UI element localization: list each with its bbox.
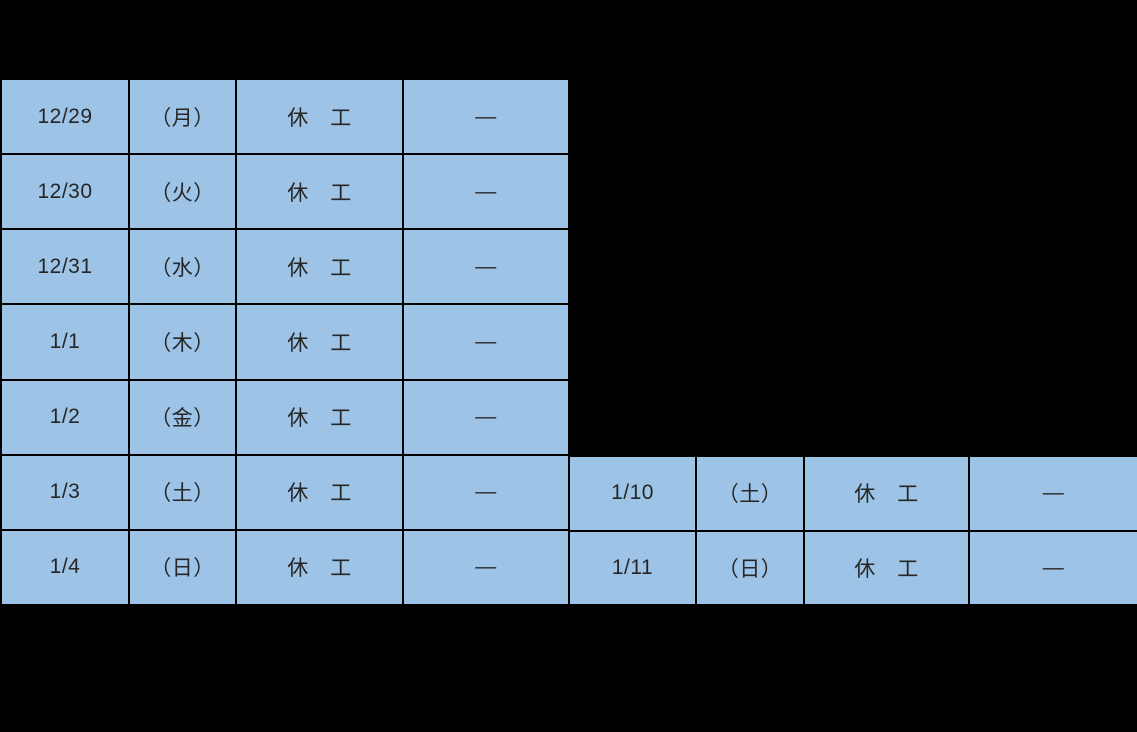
date-cell: 1/1: [0, 303, 130, 381]
dash-cell: —: [402, 528, 570, 607]
dash-cell: —: [402, 153, 570, 231]
table-row: 1/3 （土） 休 工 —: [0, 453, 570, 531]
date-cell: 1/10: [568, 455, 697, 532]
date-cell: 12/29: [0, 77, 130, 156]
table-row: 12/30 （火） 休 工 —: [0, 153, 570, 231]
table-row: 12/29 （月） 休 工 —: [0, 77, 570, 156]
weekday-cell: （木）: [128, 303, 237, 381]
date-cell: 1/3: [0, 453, 130, 531]
table-row: 1/2 （金） 休 工 —: [0, 378, 570, 456]
weekday-cell: （日）: [695, 529, 805, 606]
table-row: 1/4 （日） 休 工 —: [0, 528, 570, 607]
date-cell: 1/4: [0, 528, 130, 607]
dash-cell: —: [402, 453, 570, 531]
date-cell: 12/30: [0, 153, 130, 231]
weekday-cell: （水）: [128, 228, 237, 306]
weekday-cell: （火）: [128, 153, 237, 231]
dash-cell: —: [968, 529, 1137, 606]
table-row: 1/11 （日） 休 工 —: [568, 529, 1137, 606]
status-cell: 休 工: [803, 455, 970, 532]
table-row: 1/10 （土） 休 工 —: [568, 455, 1137, 532]
dash-cell: —: [968, 455, 1137, 532]
holiday-schedule-table-right: 1/10 （土） 休 工 — 1/11 （日） 休 工 —: [568, 455, 1137, 606]
date-cell: 12/31: [0, 228, 130, 306]
status-cell: 休 工: [803, 529, 970, 606]
status-cell: 休 工: [235, 77, 404, 156]
status-cell: 休 工: [235, 153, 404, 231]
date-cell: 1/2: [0, 378, 130, 456]
weekday-cell: （日）: [128, 528, 237, 607]
weekday-cell: （土）: [695, 455, 805, 532]
status-cell: 休 工: [235, 528, 404, 607]
dash-cell: —: [402, 77, 570, 156]
dash-cell: —: [402, 228, 570, 306]
holiday-schedule-table-left: 12/29 （月） 休 工 — 12/30 （火） 休 工 — 12/31 （水…: [0, 77, 570, 607]
status-cell: 休 工: [235, 228, 404, 306]
table-row: 12/31 （水） 休 工 —: [0, 228, 570, 306]
table-row: 1/1 （木） 休 工 —: [0, 303, 570, 381]
date-cell: 1/11: [568, 529, 697, 606]
status-cell: 休 工: [235, 303, 404, 381]
weekday-cell: （月）: [128, 77, 237, 156]
status-cell: 休 工: [235, 453, 404, 531]
dash-cell: —: [402, 303, 570, 381]
status-cell: 休 工: [235, 378, 404, 456]
weekday-cell: （土）: [128, 453, 237, 531]
dash-cell: —: [402, 378, 570, 456]
weekday-cell: （金）: [128, 378, 237, 456]
